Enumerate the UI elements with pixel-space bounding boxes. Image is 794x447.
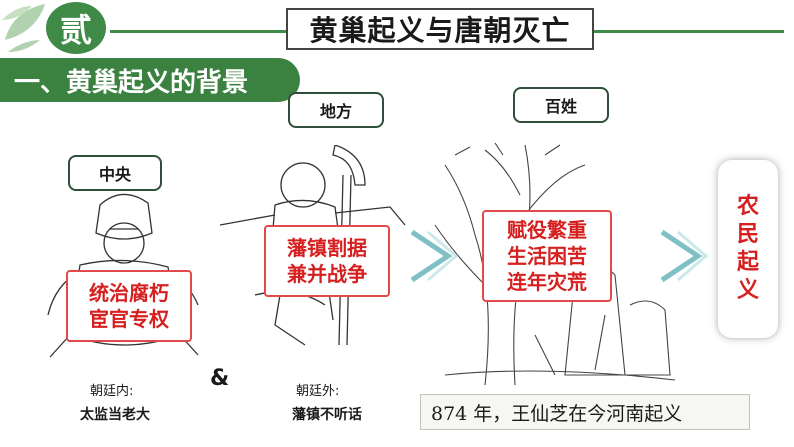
outer-court-value: 藩镇不听话 <box>292 407 362 423</box>
inner-court-value: 太监当老大 <box>80 407 150 423</box>
local-cause-box: 藩镇割据 兼并战争 <box>264 225 390 297</box>
inner-court-label: 朝廷内: <box>90 384 134 399</box>
chevron-right-icon <box>660 229 709 283</box>
people-cause-box: 赋役繁重 生活困苦 连年灾荒 <box>482 210 612 302</box>
result-char-1: 农 <box>736 194 759 219</box>
people-cause-line-2: 生活困苦 <box>507 244 587 268</box>
people-cause-line-1: 赋役繁重 <box>507 218 587 242</box>
local-cause-line-1: 藩镇割据 <box>287 236 367 260</box>
local-label: 地方 <box>288 92 384 128</box>
central-label: 中央 <box>68 155 162 191</box>
uprising-date-note: 874 年，王仙芝在今河南起义 <box>420 394 750 430</box>
people-cause-line-3: 连年灾荒 <box>507 270 587 294</box>
warlord-sketch-illustration <box>219 145 406 346</box>
people-label: 百姓 <box>513 87 609 123</box>
page-title: 黄巢起义与唐朝灭亡 <box>286 8 594 50</box>
leaf-decoration <box>2 4 45 52</box>
local-cause-line-2: 兼并战争 <box>287 262 367 286</box>
outer-court-label: 朝廷外: <box>296 384 340 399</box>
section-heading: 一、黄巢起义的背景 <box>0 58 300 102</box>
central-cause-line-2: 宦官专权 <box>89 307 169 331</box>
chevron-right-icon <box>410 229 459 283</box>
ampersand-symbol: & <box>210 366 230 391</box>
result-char-3: 起 <box>736 250 759 275</box>
chapter-badge: 贰 <box>46 2 106 54</box>
result-char-2: 民 <box>736 222 759 247</box>
result-char-4: 义 <box>736 278 759 303</box>
central-cause-line-1: 统治腐朽 <box>89 281 169 305</box>
peasant-uprising-card: 农 民 起 义 <box>718 160 778 338</box>
central-cause-box: 统治腐朽 宦官专权 <box>66 270 192 342</box>
